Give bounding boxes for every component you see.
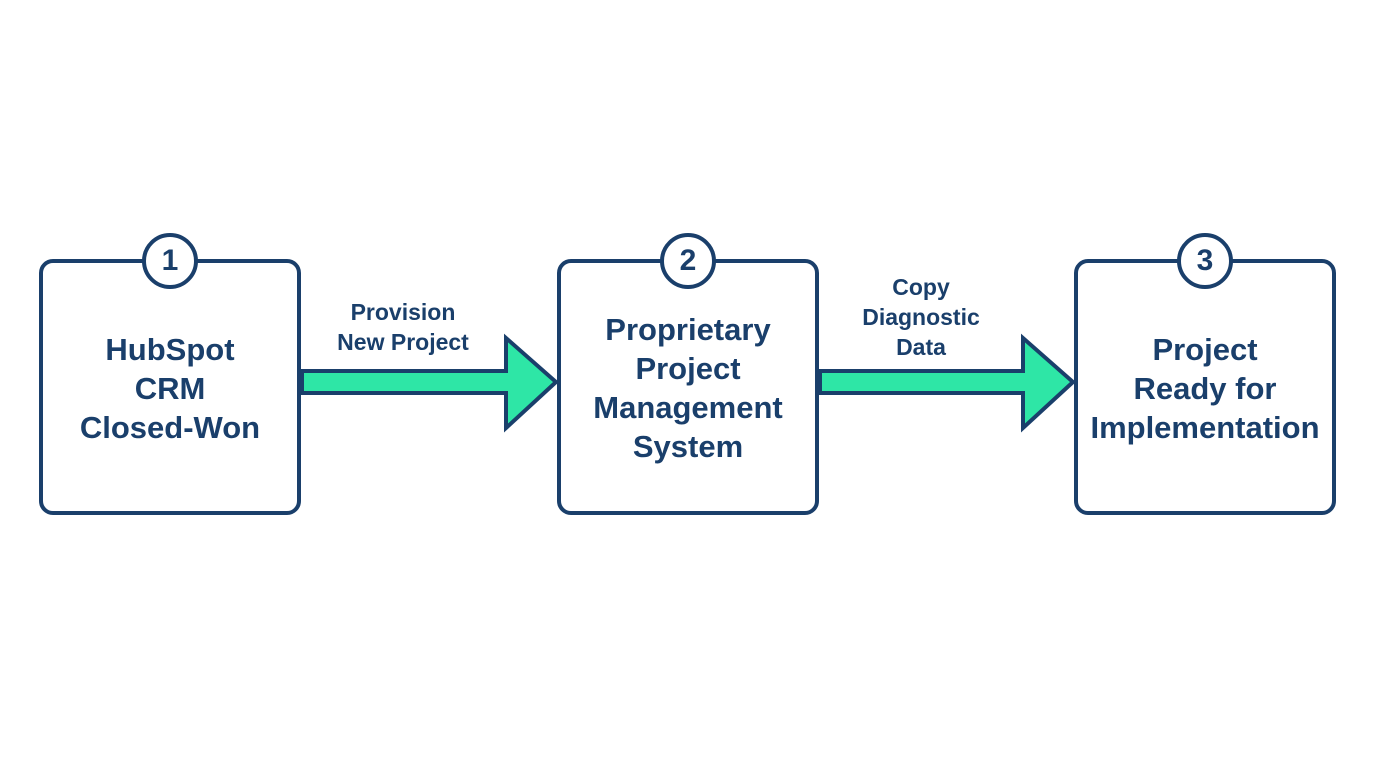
- arrow-1-to-2: [300, 333, 559, 433]
- step-1-badge: 1: [142, 233, 198, 289]
- step-3-box: Project Ready for Implementation: [1074, 259, 1336, 515]
- step-3-badge: 3: [1177, 233, 1233, 289]
- arrow-1-label: Provision New Project: [337, 299, 469, 355]
- arrow-2-label: Copy Diagnostic Data: [862, 274, 980, 360]
- arrow-2-to-3: [818, 333, 1076, 433]
- step-2-badge: 2: [660, 233, 716, 289]
- step-2-title: Proprietary Project Management System: [593, 312, 783, 464]
- step-2-box: Proprietary Project Management System: [557, 259, 819, 515]
- step-1-title: HubSpot CRM Closed-Won: [79, 331, 261, 445]
- step-1-box: HubSpot CRM Closed-Won: [39, 259, 301, 515]
- step-3-title: Project Ready for Implementation: [1090, 331, 1320, 445]
